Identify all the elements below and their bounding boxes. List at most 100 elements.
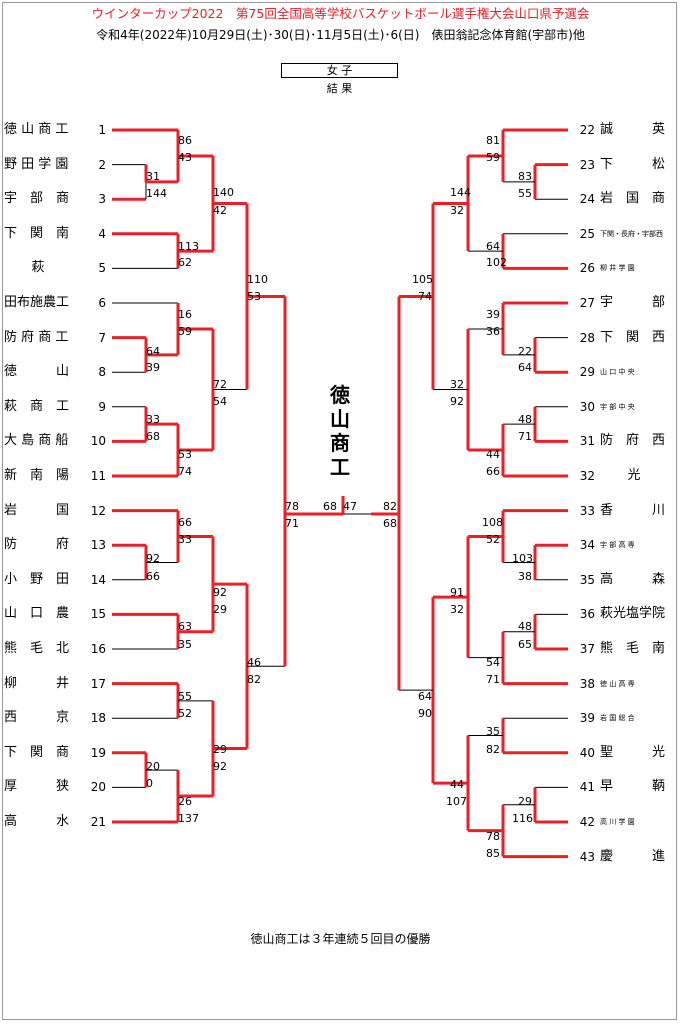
team-name: 光: [627, 468, 641, 483]
seed-number: 32: [579, 469, 595, 483]
score-label: 53: [178, 448, 192, 461]
score-label: 47: [343, 500, 357, 513]
team-name: 熊 毛 北: [4, 641, 70, 656]
score-label: 62: [178, 256, 192, 269]
score-label: 29: [213, 603, 227, 616]
seed-number: 11: [90, 469, 106, 483]
score-label: 46: [247, 656, 261, 669]
score-label: 108: [482, 516, 503, 529]
team-name: 徳 山: [4, 364, 70, 380]
seed-number: 39: [579, 711, 595, 726]
seed-number: 37: [579, 642, 595, 656]
team-name: 徳 山 高 専: [600, 679, 635, 688]
team-name: 高 川 学 園: [600, 818, 635, 826]
score-label: 54: [213, 395, 227, 408]
seed-number: 38: [579, 676, 595, 691]
seed-number: 17: [90, 676, 106, 691]
seed-number: 9: [98, 399, 106, 414]
seed-number: 2: [98, 157, 106, 172]
score-label: 64: [486, 240, 500, 253]
score-label: 48: [518, 413, 532, 426]
score-label: 64: [518, 361, 532, 374]
score-label: 85: [486, 847, 500, 860]
score-label: 74: [178, 465, 192, 478]
score-label: 29: [518, 795, 532, 808]
team-name: 田布施農工: [4, 295, 70, 310]
score-label: 31: [146, 170, 160, 183]
score-label: 35: [486, 725, 500, 738]
seed-number: 24: [579, 192, 595, 207]
seed-number: 21: [90, 815, 106, 829]
seed-number: 22: [579, 123, 595, 137]
score-label: 86: [178, 134, 192, 147]
seed-number: 4: [98, 226, 106, 241]
seed-number: 41: [579, 780, 595, 795]
score-label: 43: [178, 151, 192, 164]
team-name: 宇 部: [600, 295, 666, 310]
team-name: 防 府 西: [600, 433, 666, 449]
page-subtitle: 令和4年(2022年)10月29日(土)･30(日)･11月5日(土)･6(日)…: [96, 28, 585, 42]
team-name: 防 府: [4, 537, 70, 553]
score-label: 54: [486, 656, 500, 669]
team-name: 野 田 学 園: [4, 156, 69, 172]
team-name: 宇 部 商: [4, 191, 70, 207]
seed-number: 16: [90, 642, 106, 656]
seed-number: 20: [90, 780, 106, 795]
score-label: 82: [383, 500, 397, 513]
score-label: 91: [450, 586, 464, 599]
team-name: 下関・長府・宇部西: [600, 229, 663, 238]
score-label: 52: [486, 533, 500, 546]
seed-number: 43: [579, 849, 595, 864]
score-label: 63: [178, 620, 192, 633]
score-label: 26: [178, 795, 192, 808]
team-name: 徳 山 商 工: [4, 122, 69, 137]
team-name: 新 南 陽: [4, 468, 70, 483]
score-label: 74: [418, 290, 432, 303]
score-label: 102: [486, 256, 507, 269]
seed-number: 25: [579, 226, 595, 241]
score-label: 66: [178, 516, 192, 529]
seed-number: 12: [90, 503, 106, 518]
seed-number: 3: [98, 192, 106, 207]
team-name: 柳 井: [4, 675, 70, 691]
score-label: 71: [486, 673, 500, 686]
seed-number: 7: [98, 330, 106, 345]
score-label: 78: [486, 830, 500, 843]
score-label: 32: [450, 204, 464, 217]
score-label: 72: [213, 378, 227, 391]
page-title: ウインターカップ2022 第75回全国高等学校バスケットボール選手権大会山口県予…: [91, 6, 590, 21]
team-name: 山 口 中 央: [600, 368, 635, 377]
seed-number: 13: [90, 538, 106, 553]
team-name: 下 関 商: [4, 744, 70, 760]
score-label: 107: [446, 795, 467, 808]
seed-number: 8: [98, 365, 106, 380]
team-name: 香 川: [600, 502, 666, 518]
score-label: 116: [512, 812, 533, 825]
score-label: 144: [146, 187, 167, 200]
team-name: 岩 国: [4, 502, 70, 518]
team-name: 誠 英: [600, 122, 666, 137]
score-label: 103: [512, 552, 533, 565]
score-label: 48: [518, 620, 532, 633]
seed-number: 42: [579, 815, 595, 829]
seed-number: 34: [579, 538, 595, 553]
seed-number: 5: [98, 261, 106, 276]
seed-number: 36: [579, 607, 595, 622]
seed-number: 6: [98, 296, 106, 310]
seed-number: 33: [579, 503, 595, 518]
team-name: 高 森: [600, 571, 666, 587]
team-name: 聖 光: [600, 744, 666, 760]
score-label: 39: [486, 308, 500, 321]
score-label: 92: [450, 395, 464, 408]
score-label: 105: [412, 273, 433, 286]
team-name: 萩光塩学院: [600, 606, 666, 622]
team-name: 岩 国 総 合: [600, 714, 635, 723]
team-name: 大 島 商 船: [4, 433, 69, 449]
score-label: 44: [486, 448, 500, 461]
team-name: 山 口 農: [4, 606, 70, 622]
score-label: 32: [450, 603, 464, 616]
score-label: 78: [285, 500, 299, 513]
score-label: 92: [213, 760, 227, 773]
score-label: 140: [213, 186, 234, 199]
